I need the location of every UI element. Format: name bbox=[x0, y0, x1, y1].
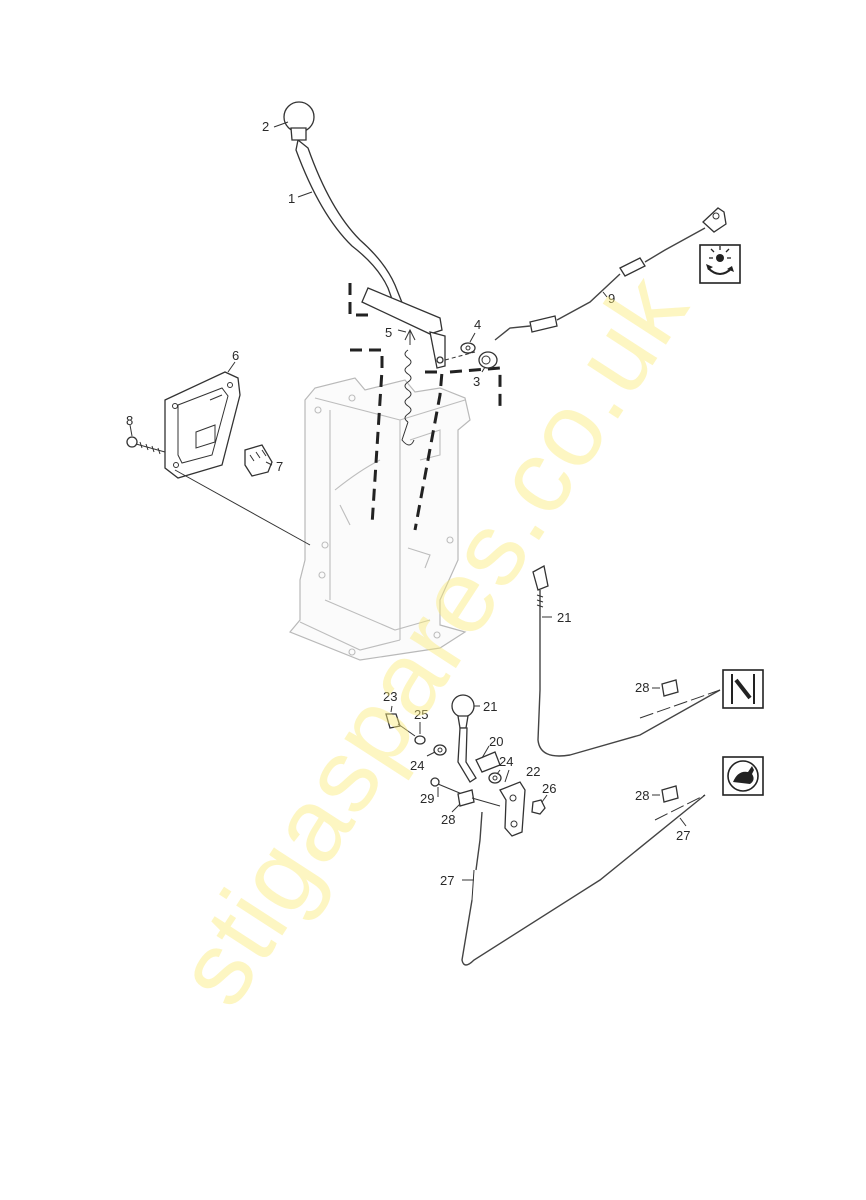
callout-7: 7 bbox=[276, 459, 283, 474]
callout-23: 23 bbox=[383, 689, 397, 704]
callout-21-upper: 21 bbox=[557, 610, 571, 625]
callout-22: 22 bbox=[526, 764, 540, 779]
throttle-hare-icon bbox=[722, 756, 764, 796]
callout-29: 29 bbox=[420, 791, 434, 806]
callout-28-top: 28 bbox=[635, 680, 649, 695]
clip-28-lower bbox=[457, 789, 475, 807]
callout-8: 8 bbox=[126, 413, 133, 428]
callout-27-right: 27 bbox=[676, 828, 690, 843]
callout-28-middle: 28 bbox=[635, 788, 649, 803]
choke-icon bbox=[722, 669, 764, 709]
callout-1: 2 bbox=[262, 119, 269, 134]
clip-28-middle bbox=[661, 785, 679, 803]
nut-26 bbox=[531, 799, 546, 815]
callout-25: 25 bbox=[414, 707, 428, 722]
callout-3: 3 bbox=[473, 374, 480, 389]
washer-4 bbox=[460, 342, 476, 354]
choke-cable bbox=[532, 565, 721, 757]
callout-9: 9 bbox=[608, 291, 615, 306]
callout-5: 5 bbox=[385, 325, 392, 340]
screw-8 bbox=[126, 436, 166, 455]
callout-24-left: 24 bbox=[410, 758, 424, 773]
throttle-cable bbox=[461, 794, 706, 966]
clip-28-top bbox=[661, 679, 679, 697]
switch-bracket bbox=[244, 444, 273, 477]
height-cable bbox=[494, 207, 727, 341]
callout-24-right: 24 bbox=[499, 754, 513, 769]
washer-24-left bbox=[433, 744, 447, 756]
callout-26: 26 bbox=[542, 781, 556, 796]
callout-21-lower: 21 bbox=[483, 699, 497, 714]
dashed-guides bbox=[348, 280, 502, 531]
callout-27-lower: 27 bbox=[440, 873, 454, 888]
leader-lines bbox=[129, 121, 687, 881]
callout-20: 20 bbox=[489, 734, 503, 749]
column-frame bbox=[289, 377, 471, 661]
cutting-height-icon bbox=[699, 244, 741, 284]
washer-25 bbox=[414, 735, 426, 745]
callout-6: 6 bbox=[232, 348, 239, 363]
lever-knob bbox=[283, 101, 315, 141]
callout-28-lower: 28 bbox=[441, 812, 455, 827]
callout-2: 1 bbox=[288, 191, 295, 206]
throttle-lever bbox=[451, 694, 501, 783]
callouts: 2 1 5 4 3 6 7 8 9 21 21 20 23 25 24 24 2… bbox=[126, 119, 690, 888]
gear-lever bbox=[295, 138, 446, 369]
washer-24-right bbox=[488, 772, 502, 784]
bushing-3 bbox=[478, 351, 498, 369]
bolt-23 bbox=[385, 713, 416, 737]
screw-29 bbox=[430, 777, 463, 795]
return-spring bbox=[401, 328, 416, 446]
cover-plate bbox=[164, 371, 241, 479]
callout-4: 4 bbox=[474, 317, 481, 332]
bracket-22 bbox=[499, 781, 526, 837]
